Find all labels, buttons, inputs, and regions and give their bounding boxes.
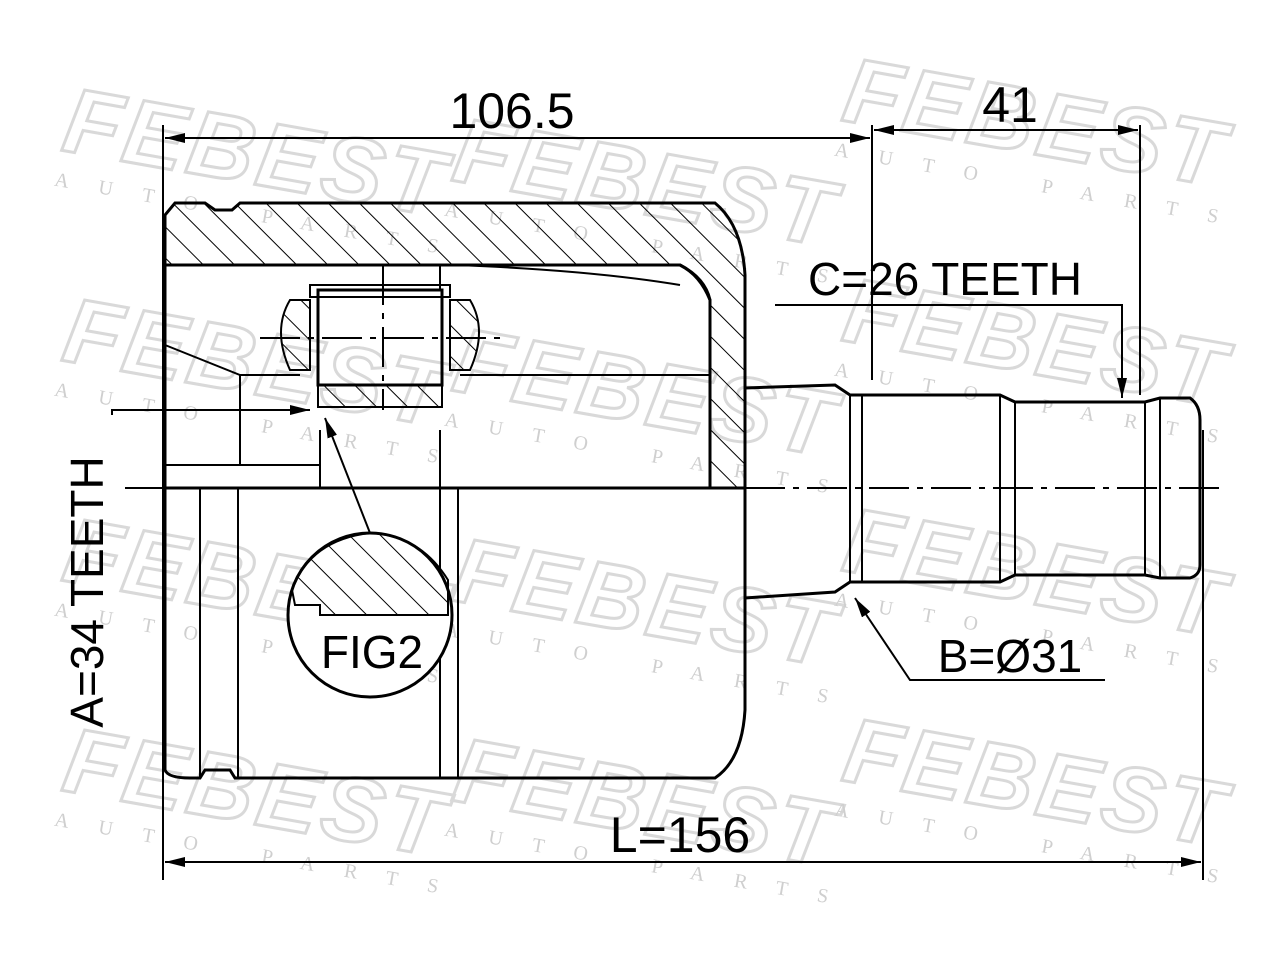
housing-inner-curve [439,264,681,290]
roller-side-right [449,299,480,371]
housing [163,201,747,780]
watermark-layer: FEBEST AUTO PARTS FEBEST AUTO PARTS FEBE… [53,38,1250,913]
tripod-roller [260,265,500,410]
shaft-outline [744,383,1202,600]
c-teeth-leader [775,304,1127,398]
roller-side-left [280,299,311,371]
inner-spline-cone [164,344,441,488]
fig2-leader [324,417,371,534]
fig2-detail: FIG2 [286,417,454,699]
c-teeth-label: C=26 TEETH [808,253,1082,305]
callouts: C=26 TEETH B=Ø31 A=34 TEETH [61,253,1127,728]
housing-outer-lower [163,265,747,780]
dimension-lines: 106.5 41 L=156 [162,77,1204,880]
dim-length-label: L=156 [610,807,750,863]
fig2-label: FIG2 [321,626,423,678]
b-diameter-leader [854,597,1105,681]
dim-106-label: 106.5 [449,83,574,139]
roller-base [317,384,443,408]
a-teeth-leader [111,405,310,415]
a-teeth-label: A=34 TEETH [61,456,113,727]
roller-cap [309,284,451,298]
b-diameter-label: B=Ø31 [938,630,1083,682]
fig2-hatched-section [290,531,449,616]
housing-inner-line [165,263,712,488]
dim-41-label: 41 [982,77,1038,133]
